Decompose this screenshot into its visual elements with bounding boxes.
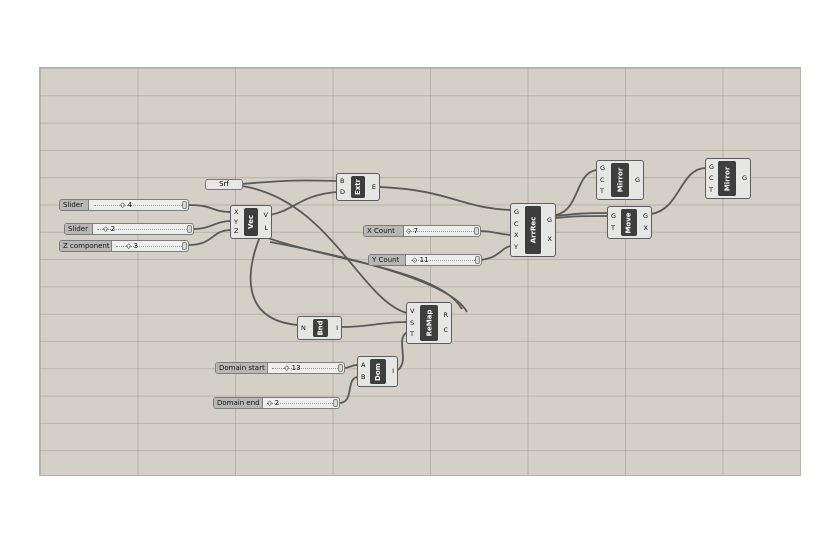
arrrec-input-y[interactable]: Y bbox=[514, 243, 518, 252]
extr-input-b[interactable]: B bbox=[340, 177, 345, 185]
slider-value: ◇ 3 bbox=[126, 242, 139, 250]
arrrec-component[interactable]: G C X Y ArrRec G X bbox=[510, 203, 556, 257]
mirror1-title: Mirror bbox=[616, 167, 624, 193]
slider-domain-end[interactable]: Domain end ◇ 2 bbox=[213, 397, 340, 409]
dom-title: Dom bbox=[374, 362, 383, 381]
slider-knob[interactable] bbox=[333, 399, 338, 407]
remap-input-s[interactable]: S bbox=[410, 318, 415, 327]
vec-input-y[interactable]: Y bbox=[234, 217, 238, 226]
move-input-t[interactable]: T bbox=[611, 224, 615, 233]
extr-output-e[interactable]: E bbox=[371, 182, 376, 191]
slider-label: Y Count bbox=[369, 255, 406, 265]
mirror2-input-c[interactable]: C bbox=[709, 174, 714, 182]
slider-value: ◇ 2 bbox=[103, 225, 116, 233]
vec-input-z[interactable]: Z bbox=[234, 227, 239, 236]
extr-component[interactable]: B D Extr E bbox=[336, 173, 380, 201]
slider-value: ◇ 11 bbox=[412, 256, 429, 264]
remap-title: ReMap bbox=[425, 309, 433, 337]
slider-domain-start[interactable]: Domain start ◇ 13 bbox=[215, 362, 345, 374]
mirror2-output-g[interactable]: G bbox=[741, 174, 747, 182]
mirror1-input-t[interactable]: T bbox=[600, 186, 604, 195]
slider-y[interactable]: Slider ◇ 2 bbox=[64, 223, 194, 235]
dom-output-i[interactable]: I bbox=[392, 367, 394, 375]
slider-knob[interactable] bbox=[338, 364, 343, 372]
slider-y-count[interactable]: Y Count ◇ 11 bbox=[368, 254, 482, 266]
mirror2-input-t[interactable]: T bbox=[709, 185, 713, 194]
move-title: Move bbox=[625, 211, 633, 234]
slider-knob[interactable] bbox=[475, 256, 480, 264]
mirror2-input-g[interactable]: G bbox=[709, 162, 715, 171]
slider-label: Domain end bbox=[214, 398, 263, 408]
bnd-title: Bnd bbox=[316, 320, 325, 336]
vec-output-v[interactable]: V bbox=[263, 211, 268, 219]
mirror1-input-g[interactable]: G bbox=[600, 164, 606, 173]
bnd-component[interactable]: N Bnd I bbox=[297, 316, 342, 340]
mirror1-input-c[interactable]: C bbox=[600, 175, 605, 184]
node-canvas[interactable] bbox=[39, 67, 801, 476]
remap-input-t[interactable]: T bbox=[410, 330, 414, 339]
arrrec-title: ArrRec bbox=[529, 216, 538, 244]
move-component[interactable]: G T Move G X bbox=[607, 206, 652, 239]
arrrec-output-g[interactable]: G bbox=[546, 215, 552, 224]
remap-component[interactable]: V S T ReMap R C bbox=[406, 302, 452, 344]
arrrec-input-c[interactable]: C bbox=[514, 219, 519, 228]
arrrec-output-x[interactable]: X bbox=[547, 235, 552, 244]
slider-x-count[interactable]: X Count ◇ 7 bbox=[363, 225, 481, 237]
slider-label: X Count bbox=[364, 226, 404, 236]
slider-label: Slider bbox=[60, 200, 89, 210]
srf-param[interactable]: Srf bbox=[205, 179, 243, 190]
slider-value: ◇ 2 bbox=[267, 399, 280, 407]
bnd-input-n[interactable]: N bbox=[301, 323, 306, 332]
slider-knob[interactable] bbox=[182, 242, 187, 250]
mirror1-output-g[interactable]: G bbox=[634, 175, 640, 184]
move-output-g[interactable]: G bbox=[642, 211, 648, 220]
slider-label: Slider bbox=[65, 224, 93, 234]
dom-input-b[interactable]: B bbox=[361, 373, 366, 381]
move-input-g[interactable]: G bbox=[611, 211, 617, 220]
slider-x[interactable]: Slider ◇ 4 bbox=[59, 199, 189, 211]
mirror2-title: Mirror bbox=[723, 166, 731, 191]
extr-input-d[interactable]: D bbox=[340, 188, 346, 196]
slider-value: ◇ 13 bbox=[284, 364, 301, 372]
vec-input-x[interactable]: X bbox=[234, 207, 239, 216]
arrrec-input-x[interactable]: X bbox=[514, 231, 519, 240]
extr-title: Extr bbox=[354, 178, 363, 196]
mirror-component-2[interactable]: G C T Mirror G bbox=[705, 158, 751, 199]
vec-component[interactable]: X Y Z Vec V L bbox=[230, 205, 272, 239]
remap-output-r[interactable]: R bbox=[443, 310, 448, 319]
slider-knob[interactable] bbox=[182, 201, 187, 209]
vec-title: Vec bbox=[247, 215, 255, 229]
slider-label: Domain start bbox=[216, 363, 268, 373]
slider-value: ◇ 7 bbox=[406, 227, 419, 235]
remap-input-v[interactable]: V bbox=[410, 306, 415, 315]
mirror-component-1[interactable]: G C T Mirror G bbox=[596, 160, 644, 200]
slider-knob[interactable] bbox=[187, 225, 192, 233]
slider-label: Z component bbox=[60, 241, 112, 251]
arrrec-input-g[interactable]: G bbox=[514, 207, 520, 216]
vec-output-l[interactable]: L bbox=[264, 224, 268, 232]
slider-knob[interactable] bbox=[474, 227, 479, 235]
bnd-output-i[interactable]: I bbox=[336, 323, 338, 332]
move-output-x[interactable]: X bbox=[643, 224, 648, 233]
dom-input-a[interactable]: A bbox=[361, 361, 366, 369]
dom-component[interactable]: A B Dom I bbox=[357, 356, 398, 387]
remap-output-c[interactable]: C bbox=[443, 326, 448, 335]
slider-value: ◇ 4 bbox=[120, 201, 133, 209]
slider-z-component[interactable]: Z component ◇ 3 bbox=[59, 240, 189, 252]
